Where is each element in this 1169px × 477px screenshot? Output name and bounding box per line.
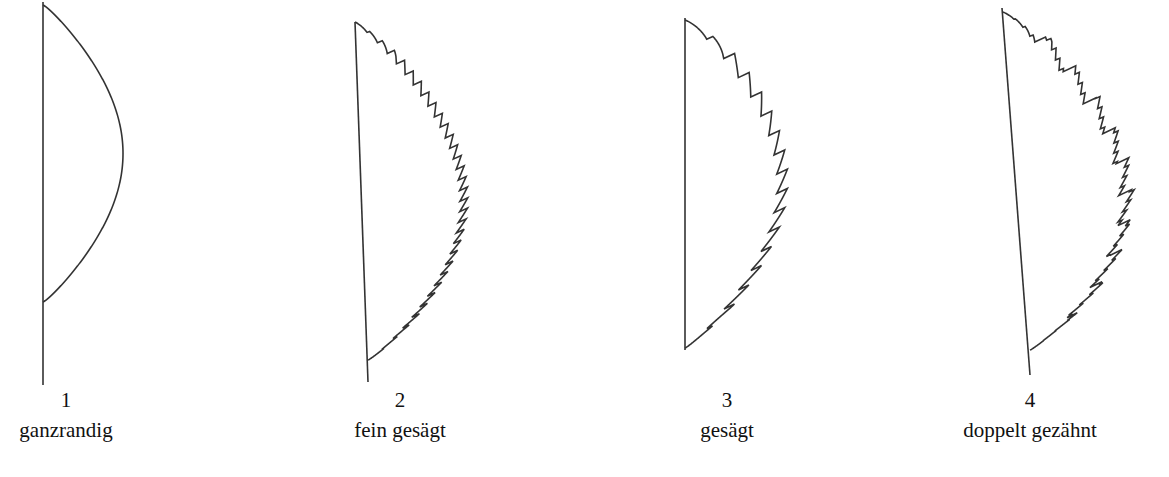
serrate-margin: [685, 20, 787, 348]
margin-type-label: gesägt: [700, 418, 754, 443]
midrib-line: [42, 2, 44, 385]
midrib-line: [1002, 8, 1030, 375]
callout-number: 4: [1025, 388, 1036, 413]
margin-type-label: fein gesägt: [354, 418, 446, 443]
margin-type-label: ganzrandig: [19, 418, 112, 443]
finely-serrate-margin: [355, 22, 468, 360]
midrib-line: [684, 18, 686, 350]
doubly-dentate-margin: [1003, 12, 1134, 350]
entire-margin: [43, 5, 123, 302]
callout-number: 1: [61, 388, 72, 413]
midrib-line: [355, 22, 368, 382]
margin-type-label: doppelt gezähnt: [963, 418, 1097, 443]
callout-number: 3: [722, 388, 733, 413]
callout-number: 2: [395, 388, 406, 413]
